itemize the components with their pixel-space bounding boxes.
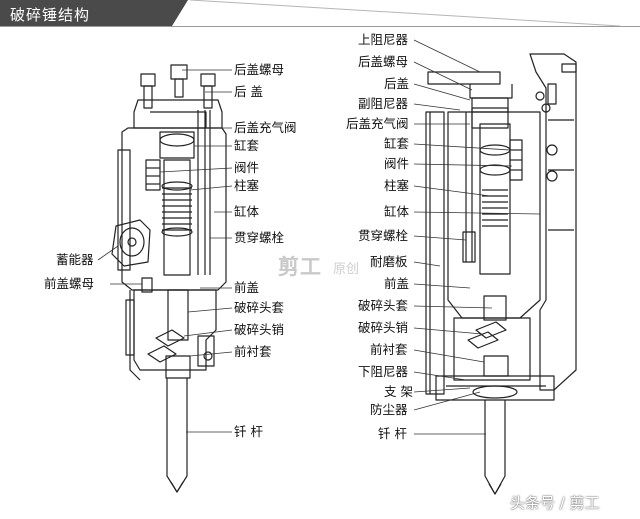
- watermark-main: 剪工: [278, 255, 322, 279]
- label-right-valve: 阀件: [384, 156, 410, 171]
- watermark-sub: 原创: [333, 262, 360, 277]
- label-right-dust-seal: 防尘器: [370, 402, 408, 417]
- label-right-piston: 柱塞: [384, 178, 410, 193]
- label-right-rear-cap: 后盖: [384, 76, 410, 91]
- label-left-chisel: 钎 杆: [234, 424, 263, 439]
- title-tab: [0, 0, 172, 26]
- page-title: 破碎锤结构: [10, 6, 91, 24]
- title-tab-slant: [172, 0, 188, 26]
- label-right-head-pin: 破碎头销: [358, 320, 409, 335]
- label-right-bracket: 支 架: [384, 384, 413, 399]
- title-bar: 破碎锤结构: [0, 0, 640, 27]
- label-right-aux-damper: 副阻尼器: [358, 96, 409, 111]
- footer-watermark: 头条号 / 剪工: [510, 494, 600, 512]
- label-left-valve: 阀件: [234, 160, 260, 175]
- label-right-cylinder-body: 缸体: [384, 204, 410, 219]
- label-right-rear-cap-valve: 后盖充气阀: [346, 116, 409, 131]
- label-right-wear-plate: 耐磨板: [370, 254, 408, 269]
- label-right-lower-damper: 下阻尼器: [358, 364, 409, 379]
- label-left-rear-cap: 后 盖: [234, 84, 263, 99]
- label-right-front-cover: 前盖: [384, 276, 410, 291]
- right-breaker-drawing: [425, 53, 577, 495]
- label-right-front-bushing: 前衬套: [370, 342, 408, 357]
- left-breaker-drawing: [111, 64, 227, 493]
- label-left-piston: 柱塞: [234, 178, 260, 193]
- label-left-front-cover: 前盖: [234, 280, 260, 295]
- label-right-upper-damper: 上阻尼器: [358, 32, 409, 47]
- label-left-head-pin: 破碎头销: [234, 322, 285, 337]
- label-left-cylinder-sleeve: 缸套: [234, 138, 260, 153]
- label-left-through-bolt: 贯穿螺栓: [234, 230, 285, 245]
- label-left-front-cover-nut: 前盖螺母: [44, 276, 95, 291]
- label-right-cylinder-sleeve: 缸套: [384, 136, 410, 151]
- label-right-chisel: 钎 杆: [378, 426, 407, 441]
- leader-lines: [97, 39, 541, 435]
- label-left-accumulator: 蓄能器: [56, 252, 94, 267]
- label-left-cylinder-body: 缸体: [234, 204, 260, 219]
- label-left-rear-cap-valve: 后盖充气阀: [234, 120, 297, 135]
- title-rule: [0, 26, 640, 27]
- label-left-rear-cap-nut: 后盖螺母: [234, 62, 285, 77]
- label-right-through-bolt: 贯穿螺栓: [358, 228, 409, 243]
- header-decoration: [189, 0, 621, 26]
- label-right-rear-cap-nut: 后盖螺母: [358, 54, 409, 69]
- label-right-head-sleeve: 破碎头套: [358, 298, 409, 313]
- label-left-front-bushing: 前衬套: [234, 344, 272, 359]
- label-left-head-sleeve: 破碎头套: [234, 300, 285, 315]
